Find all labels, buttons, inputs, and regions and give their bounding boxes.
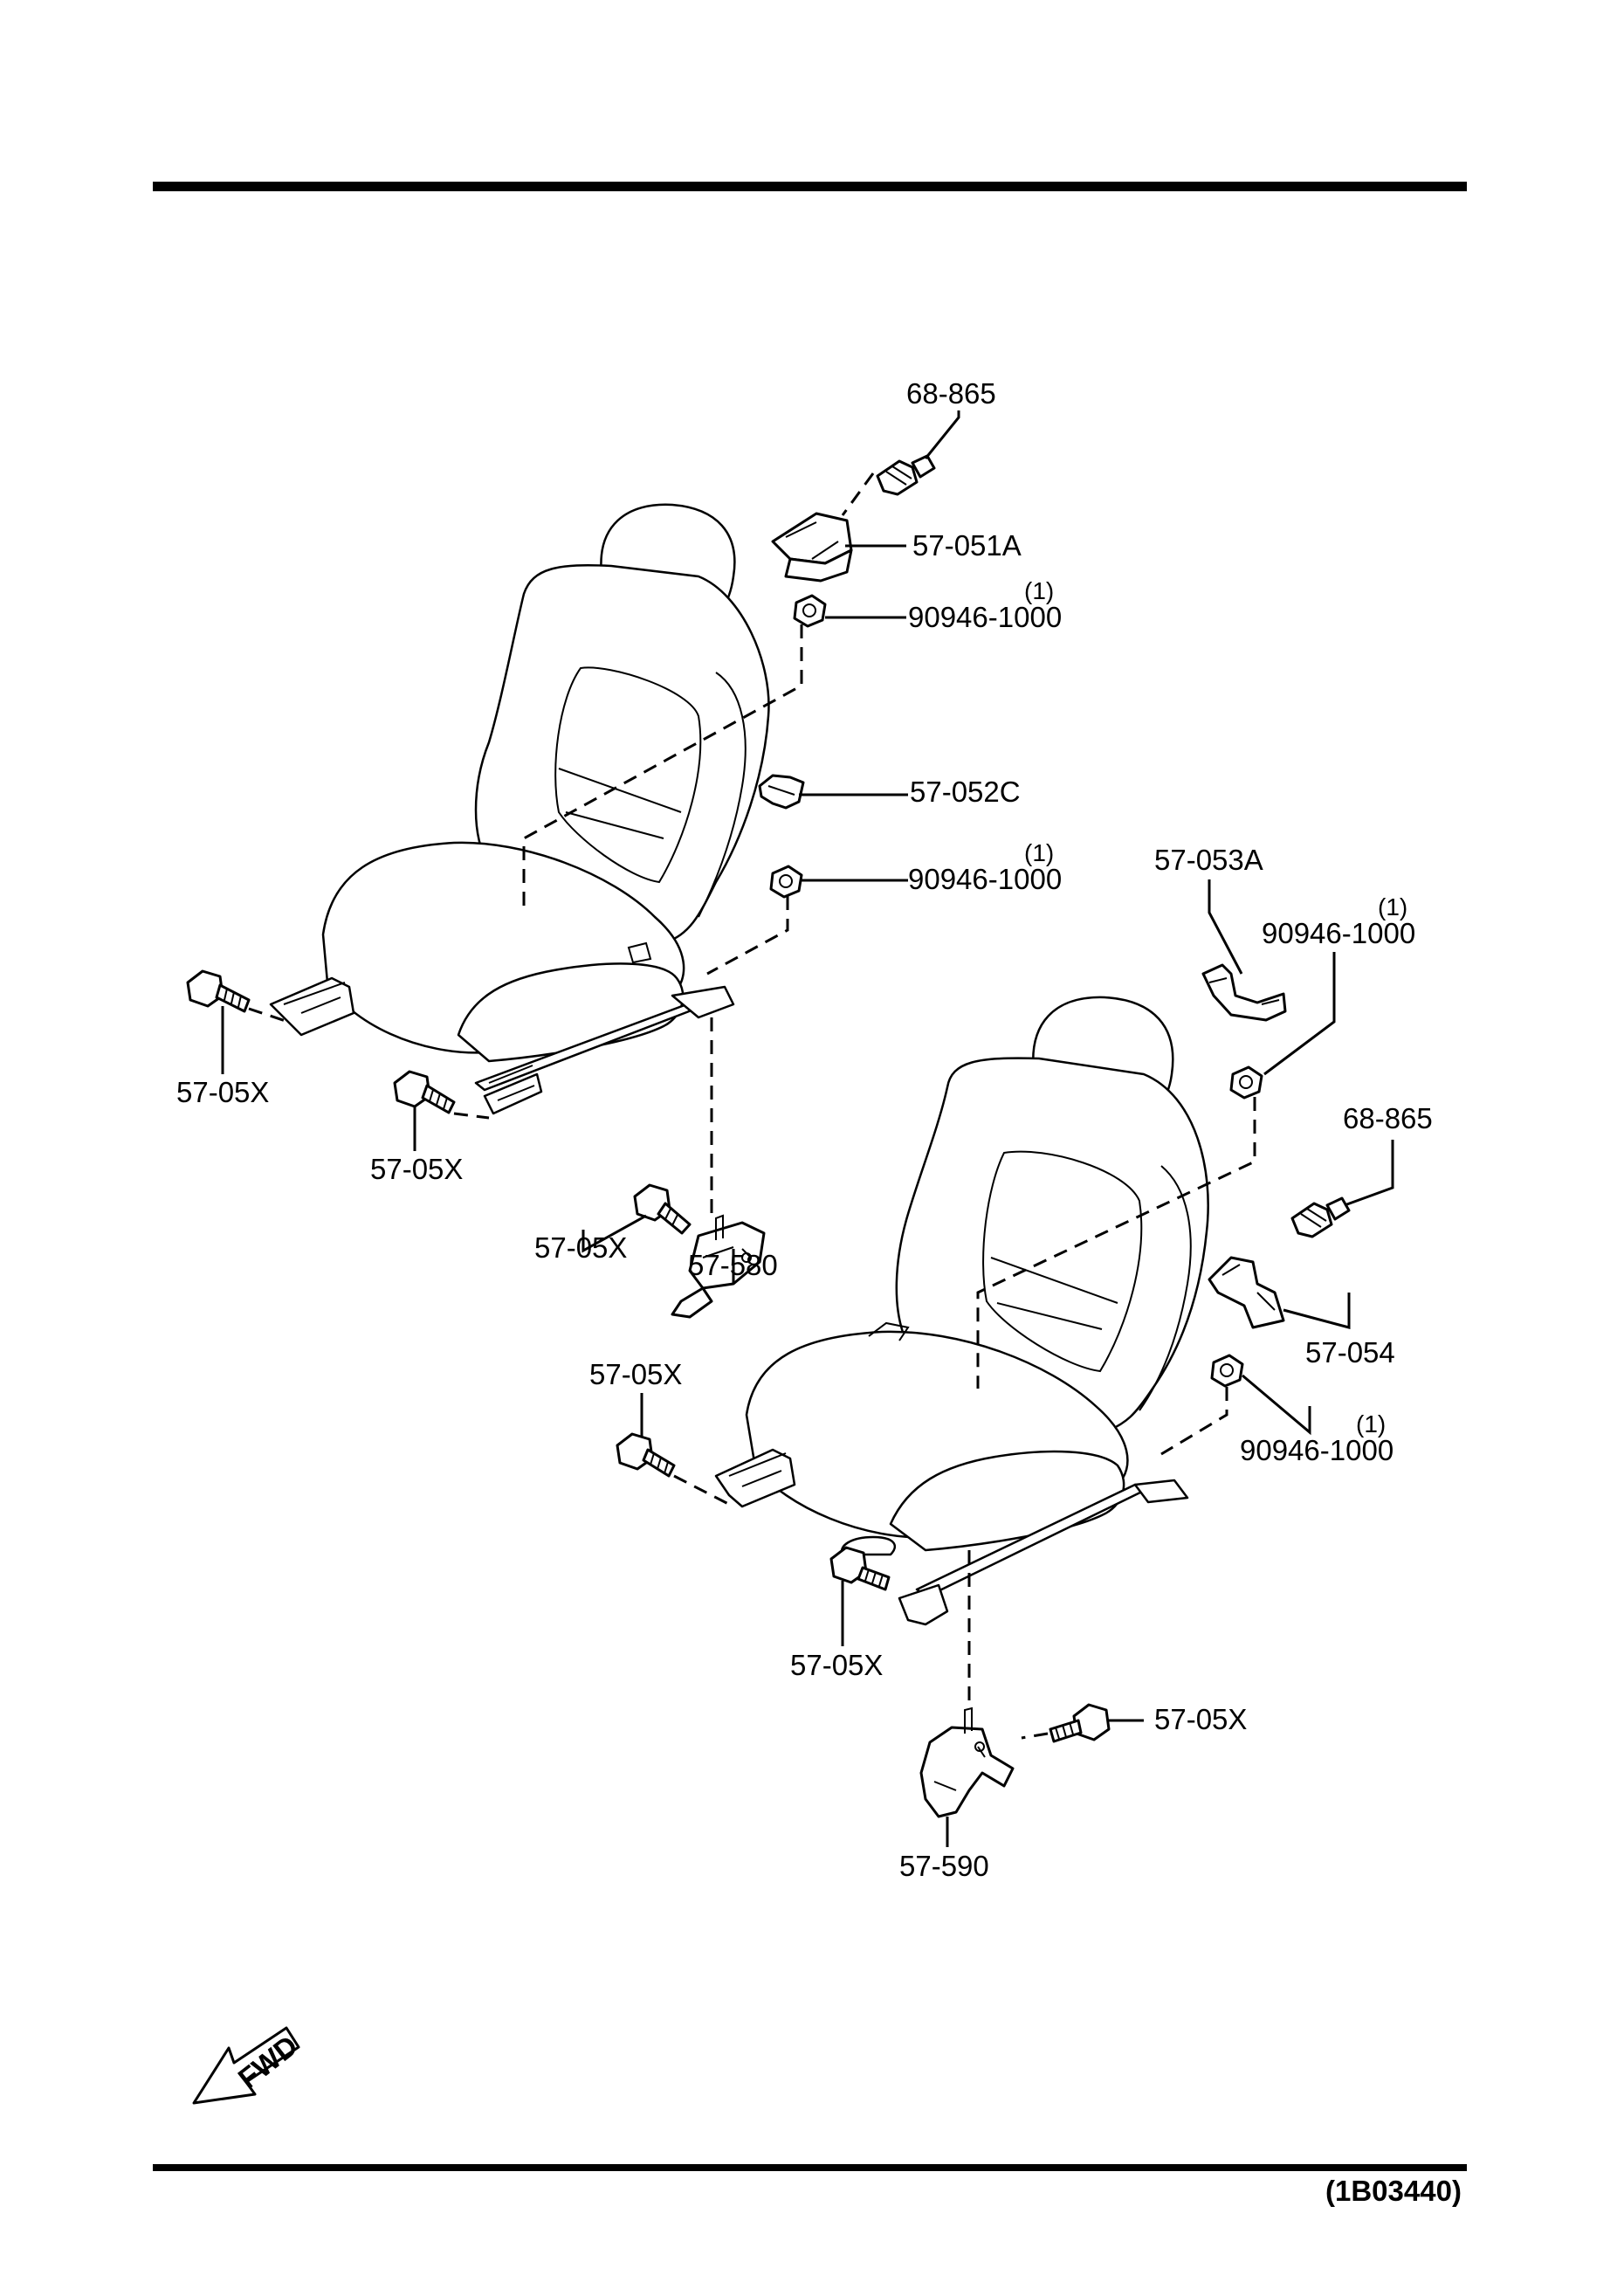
callout-57-05x-e: 57-05X	[790, 1649, 883, 1681]
assembly-line	[522, 624, 803, 908]
bolt-57-05x-a	[186, 969, 251, 1013]
callout-qty-a: (1)	[1024, 577, 1054, 604]
callout-57-05x-d: 57-05X	[589, 1358, 682, 1390]
assembly-line	[1160, 1387, 1228, 1456]
assembly-line	[453, 1112, 490, 1120]
callout-57-054: 57-054	[1305, 1336, 1395, 1369]
bolt-57-05x-c	[633, 1183, 692, 1235]
bolt-57-05x-b	[393, 1070, 456, 1114]
callout-57-05x-a: 57-05X	[176, 1076, 269, 1108]
fwd-arrow-icon: FWD	[192, 2026, 304, 2105]
callout-57-053a: 57-053A	[1154, 844, 1263, 876]
assembly-line	[976, 1097, 1256, 1389]
callout-57-580: 57-580	[688, 1249, 778, 1281]
callout-57-590: 57-590	[899, 1850, 989, 1882]
callout-68-865-top: 68-865	[906, 377, 996, 410]
callout-68-865-right: 68-865	[1343, 1102, 1433, 1134]
left-seat-assembly	[269, 503, 770, 1115]
callout-57-05x-c: 57-05X	[534, 1231, 627, 1264]
top-rule	[153, 182, 1467, 191]
nut-90946-1000-d	[1210, 1354, 1244, 1388]
callout-qty-c: (1)	[1378, 893, 1407, 920]
assembly-line	[841, 472, 875, 516]
callout-57-05x-b: 57-05X	[370, 1153, 463, 1185]
right-seat-assembly	[714, 996, 1209, 1626]
cover-57-053a	[1201, 963, 1287, 1022]
callout-qty-d: (1)	[1356, 1410, 1386, 1438]
assembly-line	[1021, 1732, 1049, 1740]
callout-90946-1000-c: 90946-1000	[1262, 917, 1415, 949]
callout-qty-b: (1)	[1024, 839, 1054, 866]
nut-90946-1000-a	[793, 594, 827, 628]
bolt-57-05x-d	[616, 1432, 676, 1478]
nut-90946-1000-b	[769, 865, 803, 899]
bolt-57-05x-e	[829, 1546, 891, 1591]
nut-90946-1000-c	[1229, 1065, 1263, 1100]
callout-90946-1000-d: 90946-1000	[1240, 1434, 1393, 1466]
bracket-57-580	[671, 1214, 766, 1319]
callout-57-05x-f: 57-05X	[1154, 1703, 1247, 1735]
callout-57-052c: 57-052C	[910, 776, 1021, 808]
callout-57-051a: 57-051A	[912, 529, 1022, 562]
diagram-code: (1B03440)	[1325, 2175, 1462, 2207]
bottom-rule	[153, 2164, 1467, 2171]
cover-57-051a	[771, 512, 853, 583]
assembly-line	[248, 1007, 289, 1024]
assembly-line	[673, 1474, 734, 1508]
callout-90946-1000-b: 90946-1000	[908, 863, 1062, 895]
callout-90946-1000-a: 90946-1000	[908, 601, 1062, 633]
assembly-line	[706, 896, 789, 976]
clip-68-865-right	[1290, 1196, 1351, 1238]
clip-68-865-top	[876, 454, 936, 496]
bracket-57-590	[919, 1706, 1015, 1818]
cover-57-052c	[758, 774, 805, 810]
bolt-57-05x-f	[1049, 1703, 1111, 1743]
leader-lines	[221, 410, 1394, 1847]
cover-57-054	[1208, 1256, 1285, 1329]
